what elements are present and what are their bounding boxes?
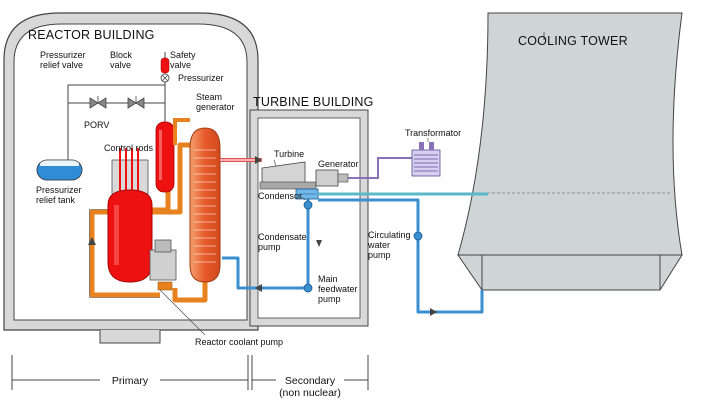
section-brackets <box>11 355 369 390</box>
control-rods-label: Control rods <box>104 143 154 153</box>
pressurizer-relief-valve-label-1: Pressurizer <box>40 50 86 60</box>
turbine-label: Turbine <box>274 149 304 159</box>
power-line <box>348 157 412 179</box>
circulating-pump-label-1: Circulating <box>368 230 411 240</box>
flow-arrow-icon <box>255 284 262 292</box>
feedwater-pump-label-1: Main <box>318 274 338 284</box>
primary-section-label: Primary <box>112 375 149 387</box>
feedwater-pump-label-2: feedwater <box>318 284 358 294</box>
flow-arrow-icon <box>88 237 96 245</box>
main-feedwater-pump-icon <box>303 283 313 293</box>
secondary-loop-piping <box>222 198 310 290</box>
flow-arrow-icon <box>316 240 322 247</box>
safety-valve-label-1: Safety <box>170 50 196 60</box>
steam-generator-label-1: Steam <box>196 92 222 102</box>
safety-valve-label-2: valve <box>170 60 191 70</box>
steam-generator <box>189 127 221 283</box>
transformator-label: Transformator <box>405 128 461 138</box>
pressurizer-vessel <box>155 118 175 193</box>
relief-tank-label-1: Pressurizer <box>36 185 82 195</box>
pressurizer-relief-valve-label-2: relief valve <box>40 60 83 70</box>
circulating-water-pump-icon <box>413 231 423 241</box>
safety-valve-icon <box>160 57 170 83</box>
reactor-coolant-pump <box>149 239 177 291</box>
cooling-tower <box>457 12 683 291</box>
steam-generator-label-2: generator <box>196 102 235 112</box>
primary-loop-outline <box>89 209 160 298</box>
reactor-building-label: REACTOR BUILDING <box>28 28 155 42</box>
flow-arrow-icon <box>430 308 437 316</box>
porv-valve <box>89 96 107 109</box>
pressurizer-label: Pressurizer <box>178 73 224 83</box>
secondary-section-label-1: Secondary <box>285 375 336 387</box>
reactor-vessel <box>107 148 153 283</box>
condensate-pump-label-1: Condensate <box>258 232 307 242</box>
condensor-label: Condensor <box>258 191 302 201</box>
block-valve-label-1: Block <box>110 50 133 60</box>
circulating-water-piping <box>318 192 488 314</box>
generator-label: Generator <box>318 159 359 169</box>
pressurizer-relief-tank <box>36 159 83 181</box>
block-valve-label-2: valve <box>110 60 131 70</box>
cooling-tower-label: COOLING TOWER <box>518 34 628 48</box>
condensate-pump-icon <box>303 200 313 210</box>
circulating-pump-label-3: pump <box>368 250 391 260</box>
reactor-coolant-pump-label: Reactor coolant pump <box>195 337 283 347</box>
leader-lines <box>159 138 429 336</box>
hot-leg-pipe <box>173 118 190 145</box>
condensate-pump-label-2: pump <box>258 242 281 252</box>
porv-label: PORV <box>84 120 109 130</box>
feedwater-pump-label-3: pump <box>318 294 341 304</box>
transformator-icon <box>411 142 441 177</box>
turbine-building-label: TURBINE BUILDING <box>253 95 374 109</box>
turbine <box>259 161 317 190</box>
secondary-section-label-2: (non nuclear) <box>279 387 341 399</box>
block-valve <box>127 96 145 109</box>
circulating-pump-label-2: water <box>367 240 390 250</box>
relief-tank-label-2: relief tank <box>36 195 76 205</box>
steam-line <box>220 156 262 164</box>
